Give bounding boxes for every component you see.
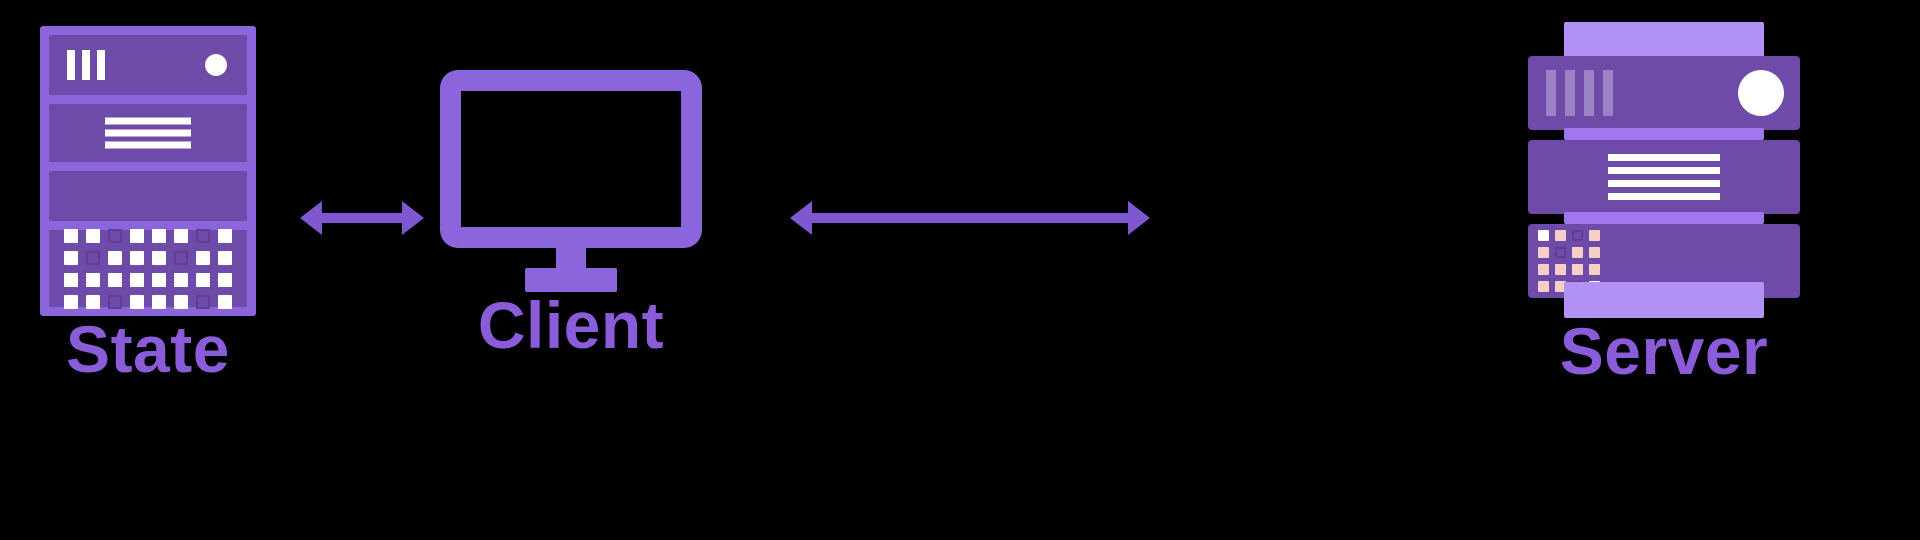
state-cell-grid-icon bbox=[64, 228, 232, 309]
monitor-base bbox=[525, 268, 617, 292]
grid-cell bbox=[1572, 230, 1583, 241]
grid-cell bbox=[1538, 281, 1549, 292]
grid-cell bbox=[174, 251, 188, 265]
grid-cell bbox=[86, 272, 100, 287]
grid-cell bbox=[1572, 247, 1583, 258]
grid-cell bbox=[130, 228, 144, 243]
grid-cell bbox=[1538, 230, 1549, 241]
server-top-cap bbox=[1564, 22, 1764, 58]
grid-cell bbox=[152, 272, 166, 287]
node-state[interactable]: State bbox=[40, 26, 256, 382]
state-lines-row bbox=[49, 104, 247, 162]
grid-cell bbox=[174, 228, 188, 243]
grid-cell bbox=[218, 228, 232, 243]
grid-cell bbox=[218, 272, 232, 287]
grid-cell bbox=[86, 228, 100, 243]
grid-cell bbox=[152, 250, 166, 265]
server-divider-one bbox=[1564, 128, 1764, 140]
node-state-label: State bbox=[66, 312, 230, 386]
grid-cell bbox=[1589, 264, 1600, 275]
arrow-shaft bbox=[322, 213, 402, 223]
server-stack-icon bbox=[1528, 22, 1800, 318]
grid-cell bbox=[108, 272, 122, 287]
grid-cell bbox=[64, 250, 78, 265]
arrow-shaft bbox=[812, 213, 1128, 223]
state-grid-row bbox=[49, 228, 247, 309]
node-server-label: Server bbox=[1559, 314, 1769, 388]
grid-cell bbox=[152, 294, 166, 309]
grid-cell bbox=[1589, 230, 1600, 241]
arrow-head-left-icon bbox=[300, 201, 322, 235]
connector-client-server[interactable] bbox=[790, 200, 1150, 236]
led-indicator-icon bbox=[205, 54, 227, 76]
grid-cell bbox=[1572, 264, 1583, 275]
grid-cell bbox=[196, 250, 210, 265]
server-bottom-cap bbox=[1564, 282, 1764, 318]
desktop-monitor-icon bbox=[440, 70, 702, 292]
arrow-head-right-icon bbox=[1128, 201, 1150, 235]
arrow-head-right-icon bbox=[402, 201, 424, 235]
server-bars-bay bbox=[1528, 56, 1800, 130]
grid-cell bbox=[108, 250, 122, 265]
list-lines-icon bbox=[105, 117, 191, 149]
grid-cell bbox=[196, 295, 210, 309]
grid-cell bbox=[1555, 247, 1566, 258]
state-empty-row bbox=[49, 171, 247, 221]
grid-cell bbox=[86, 294, 100, 309]
node-server[interactable]: Server bbox=[1528, 22, 1800, 384]
grid-cell bbox=[64, 294, 78, 309]
vertical-bars-icon bbox=[1546, 70, 1613, 116]
node-client-label: Client bbox=[477, 288, 665, 362]
led-indicator-icon bbox=[1738, 70, 1784, 116]
grid-cell bbox=[1555, 230, 1566, 241]
grid-cell bbox=[130, 250, 144, 265]
list-lines-icon bbox=[1608, 154, 1720, 200]
grid-cell bbox=[1538, 264, 1549, 275]
grid-cell bbox=[1538, 247, 1549, 258]
grid-cell bbox=[218, 294, 232, 309]
vertical-bars-icon bbox=[67, 50, 105, 80]
grid-cell bbox=[64, 272, 78, 287]
grid-cell bbox=[218, 250, 232, 265]
grid-cell bbox=[108, 295, 122, 309]
grid-cell bbox=[108, 229, 122, 243]
grid-cell bbox=[130, 294, 144, 309]
grid-cell bbox=[86, 251, 100, 265]
grid-cell bbox=[196, 229, 210, 243]
arrow-head-left-icon bbox=[790, 201, 812, 235]
server-lines-bay bbox=[1528, 140, 1800, 214]
server-divider-two bbox=[1564, 212, 1764, 224]
monitor-screen bbox=[440, 70, 702, 248]
connector-state-client[interactable] bbox=[300, 200, 424, 236]
grid-cell bbox=[196, 272, 210, 287]
node-client[interactable]: Client bbox=[440, 70, 702, 358]
grid-cell bbox=[152, 228, 166, 243]
grid-cell bbox=[1555, 281, 1566, 292]
grid-cell bbox=[1555, 264, 1566, 275]
monitor-neck bbox=[556, 246, 586, 272]
grid-cell bbox=[174, 272, 188, 287]
grid-cell bbox=[174, 294, 188, 309]
database-rack-icon bbox=[40, 26, 256, 316]
state-status-bar-row bbox=[49, 35, 247, 95]
grid-cell bbox=[130, 272, 144, 287]
grid-cell bbox=[64, 228, 78, 243]
grid-cell bbox=[1589, 247, 1600, 258]
